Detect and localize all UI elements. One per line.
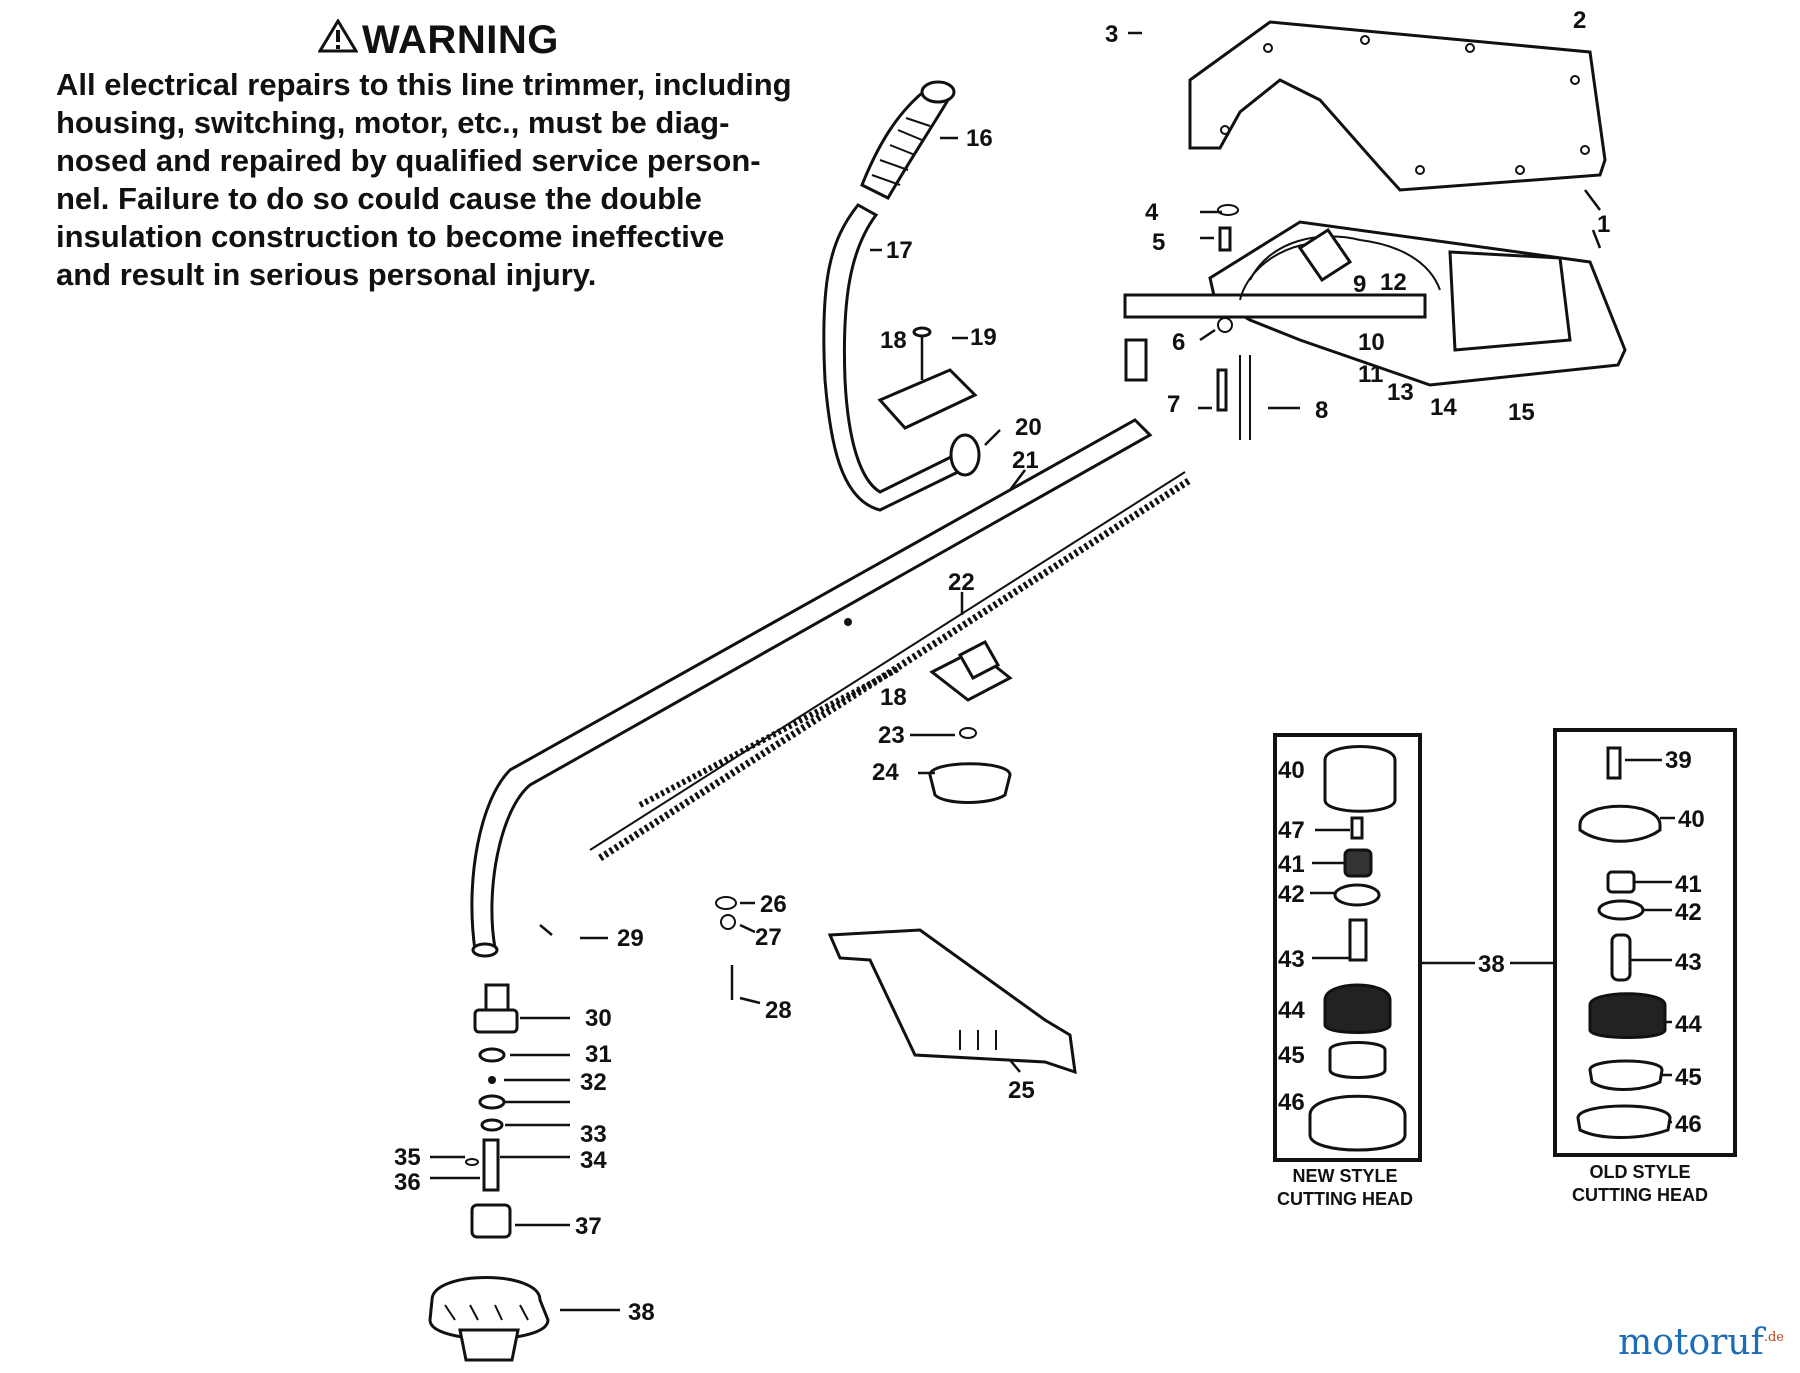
- part-label: 39: [1665, 747, 1692, 774]
- part-label: 12: [1380, 269, 1407, 296]
- part-label: 6: [1172, 329, 1185, 356]
- part-label: 4: [1145, 199, 1159, 226]
- part-label: 28: [765, 997, 792, 1024]
- bushing: [949, 433, 981, 477]
- part-label: 14: [1430, 394, 1457, 421]
- part-label: 43: [1675, 949, 1702, 976]
- warning-title-text: WARNING: [362, 18, 559, 62]
- part-label: 19: [970, 324, 997, 351]
- part-labels: 3 2 1 4 5 6 7 8 9 12 10 11 13 14 15 16 1…: [394, 7, 1705, 1326]
- small-parts-switch: [1124, 204, 1251, 440]
- part-label: 41: [1675, 871, 1702, 898]
- part-label: 43: [1278, 946, 1305, 973]
- new-style-caption-1: NEW STYLE: [1292, 1166, 1397, 1186]
- shaft-clamp-assembly: [928, 640, 1013, 804]
- part-label: 15: [1508, 399, 1535, 426]
- part-label: 10: [1358, 329, 1385, 356]
- old-style-head-box: [1510, 728, 1737, 1157]
- part-label: 18: [880, 684, 907, 711]
- warning-line: and result in serious personal injury.: [56, 257, 597, 292]
- part-label: 5: [1152, 229, 1165, 256]
- warning-line: housing, switching, motor, etc., must be…: [56, 105, 730, 140]
- part-label: 22: [948, 569, 975, 596]
- part-label: 40: [1278, 757, 1305, 784]
- part-label: 38: [1478, 951, 1505, 978]
- leader-lines: [430, 31, 1675, 1312]
- part-label: 11: [1358, 361, 1383, 388]
- part-label: 7: [1167, 391, 1180, 418]
- part-label: 46: [1278, 1089, 1305, 1116]
- part-label: 36: [394, 1169, 421, 1196]
- watermark: motoruf.de: [1618, 1322, 1784, 1363]
- part-label: 44: [1675, 1011, 1702, 1038]
- housing-half-top: [1188, 20, 1607, 192]
- part-label: 44: [1278, 997, 1305, 1024]
- watermark-text: motoruf: [1618, 1322, 1764, 1363]
- part-label: 16: [966, 125, 993, 152]
- handle-assembly: [822, 80, 964, 512]
- part-label: 1: [1597, 211, 1610, 238]
- part-label: 32: [580, 1069, 607, 1096]
- warning-triangle-icon: [317, 18, 359, 63]
- part-label: 47: [1278, 817, 1305, 844]
- part-label: 24: [872, 759, 899, 786]
- small-hardware: [715, 896, 737, 1000]
- part-label: 33: [580, 1121, 607, 1148]
- part-label: 2: [1573, 7, 1586, 34]
- new-style-head-box: [1273, 733, 1475, 1162]
- handle-clamp: [877, 326, 978, 430]
- part-label: 30: [585, 1005, 612, 1032]
- housing-half-bottom: [1123, 220, 1627, 387]
- warning-text: All electrical repairs to this line trim…: [56, 66, 816, 294]
- part-label: 18: [880, 327, 907, 354]
- part-label: 35: [394, 1144, 421, 1171]
- part-label: 38: [628, 1299, 655, 1326]
- new-style-caption-2: CUTTING HEAD: [1277, 1189, 1413, 1209]
- part-label: 41: [1278, 851, 1305, 878]
- warning-line: insulation construction to become ineffe…: [56, 219, 725, 254]
- watermark-suffix: .de: [1763, 1330, 1784, 1345]
- warning-line: nel. Failure to do so could cause the do…: [56, 181, 702, 216]
- part-label: 31: [585, 1041, 612, 1068]
- part-label: 46: [1675, 1111, 1702, 1138]
- part-label: 45: [1675, 1064, 1702, 1091]
- warning-title: WARNING: [317, 18, 559, 63]
- warning-line: nosed and repaired by qualified service …: [56, 143, 761, 178]
- part-label: 34: [580, 1147, 607, 1174]
- guard: [827, 928, 1077, 1075]
- part-label: 37: [575, 1213, 602, 1240]
- part-label: 42: [1278, 881, 1305, 908]
- part-label: 3: [1105, 21, 1118, 48]
- part-label: 42: [1675, 899, 1702, 926]
- drive-cables: [589, 471, 1192, 861]
- part-label: 20: [1015, 414, 1042, 441]
- old-style-caption-2: CUTTING HEAD: [1572, 1185, 1708, 1205]
- part-label: 13: [1387, 379, 1414, 406]
- part-label: 25: [1008, 1077, 1035, 1104]
- lower-head-stack: [428, 983, 550, 1362]
- part-label: 29: [617, 925, 644, 952]
- part-label: 40: [1678, 806, 1705, 833]
- part-label: 21: [1012, 447, 1039, 474]
- part-label: 27: [755, 924, 782, 951]
- old-style-caption-1: OLD STYLE: [1589, 1162, 1690, 1182]
- part-label: 8: [1315, 397, 1328, 424]
- part-label: 17: [886, 237, 913, 264]
- part-label: 45: [1278, 1042, 1305, 1069]
- screw: [539, 924, 553, 936]
- part-label: 23: [878, 722, 905, 749]
- shaft-tube: [470, 418, 1153, 958]
- warning-line: All electrical repairs to this line trim…: [56, 67, 792, 102]
- part-label: 26: [760, 891, 787, 918]
- part-label: 9: [1353, 271, 1366, 298]
